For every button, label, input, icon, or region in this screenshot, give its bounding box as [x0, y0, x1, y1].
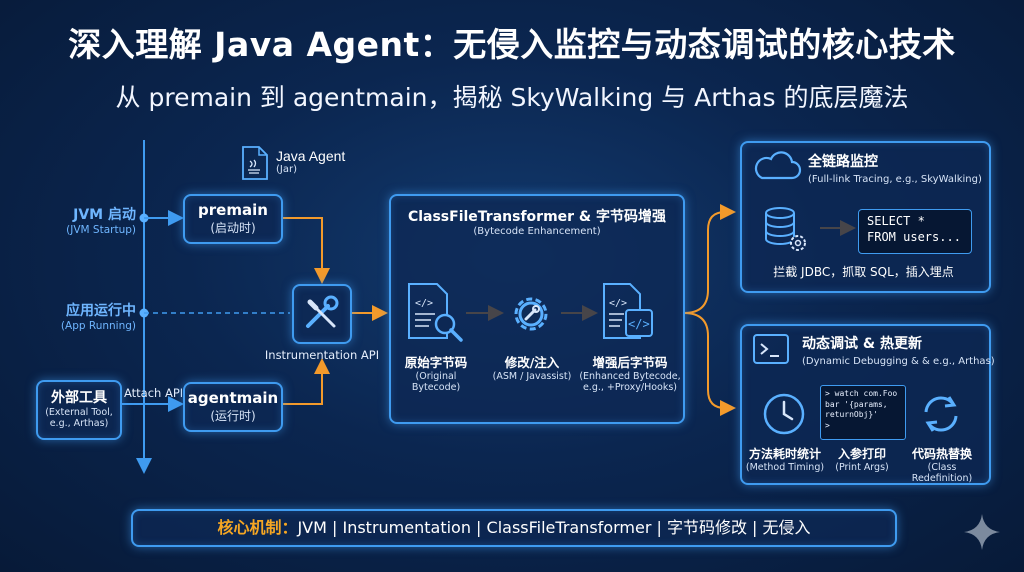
page-title: 深入理解 Java Agent：无侵入监控与动态调试的核心技术	[68, 25, 956, 64]
class-redefinition-group: 代码热替换 (Class Redefinition)	[896, 445, 988, 484]
java-agent-label: Java Agent	[276, 148, 346, 164]
sql-line-1: SELECT *	[867, 214, 925, 228]
jvm-start-sublabel: (JVM Startup)	[66, 224, 136, 236]
svg-text:</>: </>	[628, 317, 650, 331]
class-redefinition-sublabel: (Class Redefinition)	[911, 462, 973, 484]
database-gear-icon	[765, 207, 806, 251]
debugging-sublabel: (Dynamic Debugging & & e.g., Arthas)	[802, 356, 995, 367]
monitoring-title-group: 全链路监控 (Full-link Tracing, e.g., SkyWalki…	[808, 151, 982, 185]
transformer-title: ClassFileTransformer & 字节码增强	[407, 209, 667, 225]
premain-box: premain (启动时)	[183, 194, 283, 244]
terminal-snippet: > watch com.Foo bar '{params, returnObj}…	[820, 385, 906, 440]
cloud-icon	[754, 151, 802, 180]
original-bytecode-label: 原始字节码	[404, 355, 468, 370]
svg-text:</>: </>	[609, 298, 627, 309]
original-bytecode-sublabel: (Original Bytecode)	[411, 371, 461, 393]
enhanced-bytecode-sub2: e.g., +Proxy/Hooks)	[582, 382, 678, 393]
sql-snippet: SELECT * FROM users...	[858, 209, 972, 254]
page-subtitle: 从 premain 到 agentmain，揭秘 SkyWalking 与 Ar…	[115, 83, 909, 112]
wrench-screwdriver-icon	[306, 295, 339, 328]
method-timing-sublabel: (Method Timing)	[745, 462, 825, 473]
external-tool-box: 外部工具 (External Tool, e.g., Arthas)	[36, 380, 122, 440]
premain-label: premain	[198, 201, 268, 219]
java-agent-label-group: Java Agent (Jar)	[276, 148, 345, 175]
premain-sublabel: (启动时)	[210, 221, 256, 235]
enhanced-bytecode-sub1: (Enhanced Bytecode,	[579, 371, 681, 382]
class-redefinition-label: 代码热替换	[911, 447, 972, 461]
external-tool-label: 外部工具	[51, 390, 107, 406]
enhanced-bytecode-group: 增强后字节码 (Enhanced Bytecode, e.g., +Proxy/…	[578, 352, 682, 393]
agentmain-sublabel: (运行时)	[210, 409, 256, 423]
app-running-sublabel: (App Running)	[60, 320, 136, 332]
instrumentation-label: Instrumentation API	[264, 348, 380, 362]
agentmain-label: agentmain	[187, 389, 279, 407]
print-args-sublabel: (Print Args)	[835, 462, 889, 473]
app-running-label-group: 应用运行中 (App Running)	[22, 300, 136, 332]
enhanced-bytecode-label: 增强后字节码	[592, 355, 668, 370]
monitoring-title: 全链路监控	[808, 154, 878, 170]
gear-wrench-icon	[514, 297, 548, 331]
terminal-icon	[753, 334, 789, 364]
app-running-label: 应用运行中	[66, 303, 136, 319]
monitoring-sublabel: (Full-link Tracing, e.g., SkyWalking)	[808, 174, 982, 185]
modify-sublabel: (ASM / Javassist)	[492, 371, 572, 382]
attach-api-label: Attach API	[124, 386, 184, 400]
terminal-line-1: > watch com.Foo	[825, 389, 898, 398]
java-agent-sublabel: (Jar)	[276, 164, 297, 175]
refresh-icon	[924, 396, 958, 432]
svg-text:</>: </>	[415, 298, 433, 309]
footer-bar: 核心机制：JVM | Instrumentation | ClassFileTr…	[131, 509, 897, 547]
instrumentation-icon-box	[292, 284, 352, 344]
java-agent-group	[240, 144, 270, 187]
debugging-title-group: 动态调试 & 热更新 (Dynamic Debugging & & e.g., …	[802, 333, 995, 367]
debugging-title: 动态调试 & 热更新	[802, 336, 922, 352]
terminal-line-2: bar '{params,	[825, 399, 888, 409]
clock-icon	[763, 393, 805, 435]
method-timing-label: 方法耗时统计	[748, 447, 821, 461]
jvm-start-label-group: JVM 启动 (JVM Startup)	[22, 204, 136, 236]
sparkle-icon	[964, 514, 1000, 550]
terminal-line-4: >	[825, 420, 830, 430]
jar-file-icon	[242, 146, 268, 180]
modify-label: 修改/注入	[504, 355, 560, 370]
modify-group: 修改/注入 (ASM / Javassist)	[486, 352, 578, 382]
print-args-label: 入参打印	[837, 447, 886, 461]
original-bytecode-icon: </>	[408, 283, 463, 342]
footer-prefix: 核心机制：	[217, 518, 298, 537]
transformer-sublabel: (Bytecode Enhancement)	[473, 226, 601, 237]
method-timing-group: 方法耗时统计 (Method Timing)	[742, 445, 828, 473]
external-tool-sub2: e.g., Arthas)	[49, 418, 109, 429]
enhanced-bytecode-icon: </> </>	[603, 283, 653, 339]
print-args-group: 入参打印 (Print Args)	[826, 445, 898, 473]
monitoring-caption: 拦截 JDBC，抓取 SQL，插入埋点	[773, 265, 954, 279]
jvm-start-label: JVM 启动	[73, 207, 136, 223]
sql-line-2: FROM users...	[867, 230, 961, 244]
terminal-line-3: returnObj}'	[825, 410, 878, 419]
original-bytecode-group: 原始字节码 (Original Bytecode)	[390, 352, 482, 393]
agentmain-box: agentmain (运行时)	[183, 382, 283, 432]
footer-text: JVM | Instrumentation | ClassFileTransfo…	[297, 518, 811, 537]
external-tool-sub1: (External Tool,	[45, 407, 113, 418]
